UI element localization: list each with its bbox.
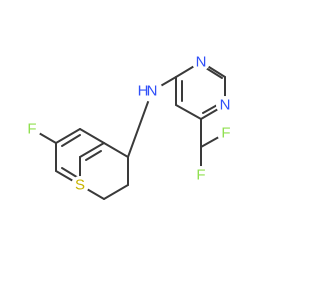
n1-bg [192,53,210,71]
amine-hydrogen-label: H [138,83,149,100]
bond-c4a-c5 [79,128,105,144]
nitrogen-n3-label: N [220,97,231,114]
fbottom-bg [192,166,210,184]
bond-c3prime-c2prime [103,184,129,200]
ftop-bg [217,124,235,142]
fring-bg [23,120,41,138]
nh-bg [141,80,163,102]
bond-c8a-c4a [79,142,105,158]
atom-label-layer: N N F F N H F S [23,53,235,194]
bond-c4a-c4prime [103,142,129,158]
bond-nh-c4prime [127,90,153,158]
sulfur-label: S [75,177,85,194]
fluorine-chf2-top-label: F [221,125,230,142]
fluorine-chf2-bottom-label: F [196,167,205,184]
fluorine-ring-label: F [27,121,36,138]
bond-c5-c6b [55,128,81,144]
bond-c5-c6b-inner [61,134,81,147]
bond-c8a-c4a-inner [85,150,102,161]
n3-bg [216,96,234,114]
bond-c4-c5 [175,104,202,120]
structure-svg: N N F F N H F S [23,53,235,200]
molecule-diagram: N N F F N H F S [23,53,235,200]
s-bg [71,176,89,194]
bond-n1-c2-inner [205,67,223,79]
amine-nitrogen-label: N [147,83,158,100]
nitrogen-n1-label: N [196,54,207,71]
